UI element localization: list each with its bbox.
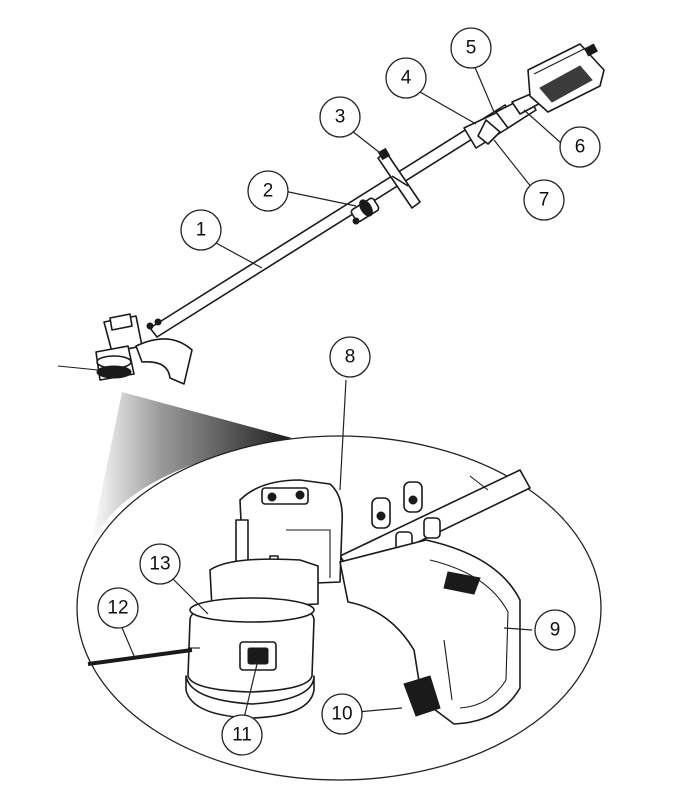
callout-10: 10	[321, 693, 363, 735]
svg-text:13: 13	[149, 554, 170, 575]
svg-text:10: 10	[331, 704, 352, 725]
callout-3: 3	[319, 96, 361, 138]
callout-11: 11	[221, 714, 263, 756]
callout-5: 5	[450, 27, 492, 69]
svg-text:9: 9	[550, 620, 561, 641]
svg-text:8: 8	[345, 347, 356, 368]
callout-2: 2	[247, 170, 289, 212]
callout-7: 7	[523, 179, 565, 221]
callout-6: 6	[559, 126, 601, 168]
callouts: 1 2 3 4 5 6 7 8	[97, 27, 601, 756]
callout-9: 9	[534, 609, 576, 651]
spool-housing	[185, 558, 319, 719]
rear-handle	[463, 43, 605, 149]
line-cutter-blade	[403, 675, 441, 717]
trimmer-overview	[57, 43, 605, 385]
trimmer-line	[87, 648, 193, 666]
trimmer-head-detail	[87, 469, 531, 725]
svg-text:1: 1	[196, 220, 207, 241]
svg-text:2: 2	[263, 181, 274, 202]
svg-text:7: 7	[539, 190, 550, 211]
debris-guard	[339, 539, 521, 725]
svg-text:12: 12	[107, 598, 128, 619]
magnifier-cone	[90, 392, 292, 548]
shaft-coupler	[350, 197, 380, 225]
callout-8: 8	[329, 336, 371, 378]
callout-12: 12	[97, 587, 139, 629]
callout-13: 13	[139, 543, 181, 585]
svg-text:11: 11	[232, 725, 252, 746]
small-trimmer-head	[57, 313, 193, 385]
svg-text:3: 3	[335, 107, 346, 128]
assist-handle	[377, 147, 421, 209]
svg-text:5: 5	[466, 38, 477, 59]
svg-text:4: 4	[401, 68, 412, 89]
callout-4: 4	[385, 57, 427, 99]
leader-lines	[119, 64, 562, 719]
svg-text:6: 6	[575, 137, 586, 158]
callout-1: 1	[180, 209, 222, 251]
